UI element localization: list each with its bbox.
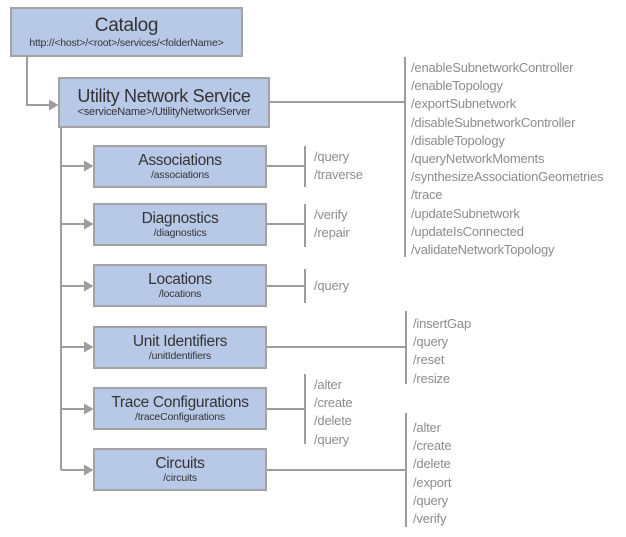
associations-operations-list: /query /traverse: [314, 148, 363, 184]
operation-label: /reset: [413, 352, 445, 368]
operation-label: /query: [314, 431, 349, 447]
node-unit-identifiers: Unit Identifiers /unitIdentifiers: [93, 326, 267, 369]
node-url: /traceConfigurations: [135, 411, 225, 424]
operation-label: /insertGap: [413, 316, 471, 331]
trace-configurations-operations-list: /alter /create /delete /query: [314, 376, 353, 449]
operation-label: /updateSubnetwork: [411, 205, 520, 221]
node-url: http://<host>/<root>/services/<folderNam…: [29, 36, 224, 49]
node-title: Circuits: [155, 454, 205, 472]
node-title: Unit Identifiers: [132, 332, 228, 350]
operation-label: /validateNetworkTopology: [411, 242, 555, 258]
operation-label: /alter: [314, 377, 342, 392]
node-diagnostics: Diagnostics /diagnostics: [93, 203, 267, 246]
operation-label: /create: [314, 395, 353, 411]
operation-label: /query: [413, 492, 448, 508]
node-url: /circuits: [163, 472, 197, 485]
node-title: Trace Configurations: [111, 393, 249, 411]
operation-label: /query: [413, 334, 448, 350]
operation-label: /verify: [413, 511, 447, 527]
node-associations: Associations /associations: [93, 145, 267, 188]
operation-label: /delete: [413, 456, 451, 472]
operation-label: /query: [314, 149, 349, 164]
diagnostics-operations-list: /verify /repair: [314, 206, 350, 242]
node-url: /unitIdentifiers: [148, 350, 212, 363]
circuits-operations-list: /alter /create /delete /export /query /v…: [413, 419, 452, 528]
operation-label: /repair: [314, 225, 350, 241]
node-title: Associations: [138, 151, 222, 169]
node-title: Locations: [148, 270, 212, 288]
operation-label: /create: [413, 438, 452, 454]
operation-label: /disableTopology: [411, 132, 505, 148]
operation-label: /traverse: [314, 167, 363, 183]
operation-label: /query: [314, 278, 349, 293]
node-trace-configurations: Trace Configurations /traceConfiguration…: [93, 387, 267, 430]
node-locations: Locations /locations: [93, 264, 267, 307]
operation-label: /export: [413, 474, 452, 490]
node-url: /associations: [150, 169, 210, 182]
node-title: Diagnostics: [141, 209, 219, 227]
operation-label: /enableTopology: [411, 78, 503, 94]
node-url: /locations: [158, 288, 202, 301]
locations-operations-list: /query: [314, 277, 349, 295]
operation-label: /alter: [413, 420, 441, 435]
operation-label: /exportSubnetwork: [411, 96, 516, 112]
operation-label: /synthesizeAssociationGeometries: [411, 169, 604, 185]
service-operations-list: /enableSubnetworkController /enableTopol…: [411, 59, 604, 259]
node-circuits: Circuits /circuits: [93, 448, 267, 491]
operation-label: /trace: [411, 187, 443, 203]
operation-label: /delete: [314, 413, 352, 429]
unit-identifiers-operations-list: /insertGap /query /reset /resize: [413, 315, 471, 388]
node-catalog: Catalog http://<host>/<root>/services/<f…: [10, 7, 243, 57]
connector-catalog-service: [26, 57, 49, 106]
operation-label: /enableSubnetworkController: [411, 60, 574, 75]
node-url: /diagnostics: [153, 227, 207, 240]
operation-label: /queryNetworkMoments: [411, 151, 545, 167]
node-url: <serviceName>/UtilityNetworkServer: [77, 106, 251, 119]
node-utility-network-service: Utility Network Service <serviceName>/Ut…: [58, 77, 270, 128]
operation-label: /resize: [413, 370, 450, 386]
arrowheads: [49, 99, 94, 476]
operation-label: /verify: [314, 207, 348, 222]
operation-label: /disableSubnetworkController: [411, 114, 576, 130]
operation-label: /updateIsConnected: [411, 223, 524, 239]
node-title: Utility Network Service: [77, 86, 251, 107]
node-title: Catalog: [94, 15, 159, 37]
